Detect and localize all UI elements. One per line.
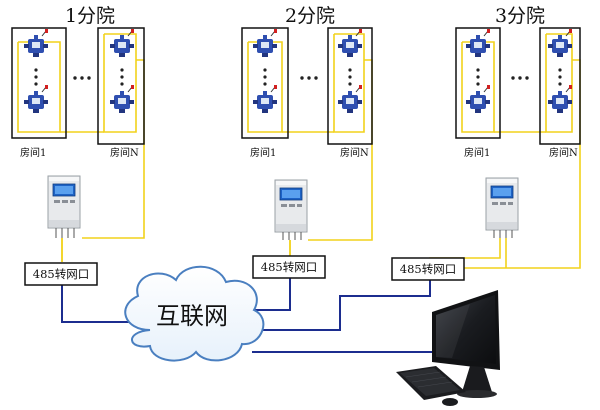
wire-converter2-cloud	[248, 270, 291, 311]
gas-detector-icon	[465, 28, 491, 58]
branch-2-room-first-frame	[241, 27, 289, 139]
branch-2-room-first-label: 房间1	[250, 146, 276, 159]
converter-2: 485转网口	[252, 255, 326, 279]
branch-3-room-first-label: 房间1	[464, 146, 490, 159]
converter-1: 485转网口	[24, 262, 98, 286]
gas-detector-icon	[252, 28, 278, 58]
horizontal-dots	[73, 76, 529, 80]
gas-detector-icon	[23, 84, 49, 114]
signal-wiring	[17, 33, 581, 269]
gas-detector-icon	[547, 84, 573, 114]
cloud-icon: 互联网	[124, 265, 265, 362]
branch-2-room-last-label: 房间N	[340, 146, 369, 159]
branch-1-room-last-frame	[97, 27, 145, 145]
branch-1-room-first-label: 房间1	[20, 146, 46, 159]
cloud-label: 互联网	[156, 302, 228, 330]
network-wiring	[61, 270, 432, 353]
branch-3-room-last-frame	[539, 27, 581, 145]
wire-converter1-cloud	[61, 285, 140, 323]
branch-3-room-first-frame	[455, 27, 501, 139]
branch-1-room-last-label: 房间N	[110, 146, 139, 159]
gas-detector-icon	[337, 84, 363, 114]
controller-terminals	[55, 228, 513, 240]
branch-1-room-first-frame	[11, 27, 67, 139]
gas-detector-icon	[465, 84, 491, 114]
branch-3-title: 3分院	[495, 5, 545, 27]
vertical-dots	[34, 68, 562, 86]
alarm-controller-icon	[47, 175, 81, 229]
gas-detector-icon	[109, 84, 135, 114]
branch-3-room-last-label: 房间N	[549, 146, 578, 159]
desktop-computer-icon	[396, 290, 500, 406]
room-frames	[11, 27, 581, 145]
alarm-controller-icon	[485, 177, 519, 231]
wire-converter3-cloud	[258, 278, 431, 331]
branch-2-title: 2分院	[285, 5, 335, 27]
branch-1-title: 1分院	[65, 5, 115, 27]
gas-detector-icon	[23, 28, 49, 58]
converter-3: 485转网口	[391, 257, 465, 281]
gas-detector-icon	[252, 84, 278, 114]
alarm-controller-icon	[274, 179, 308, 233]
converter-1-label: 485转网口	[33, 267, 89, 281]
branch-2-room-last-frame	[327, 27, 373, 145]
converter-3-label: 485转网口	[400, 262, 456, 276]
converter-2-label: 485转网口	[261, 260, 317, 274]
